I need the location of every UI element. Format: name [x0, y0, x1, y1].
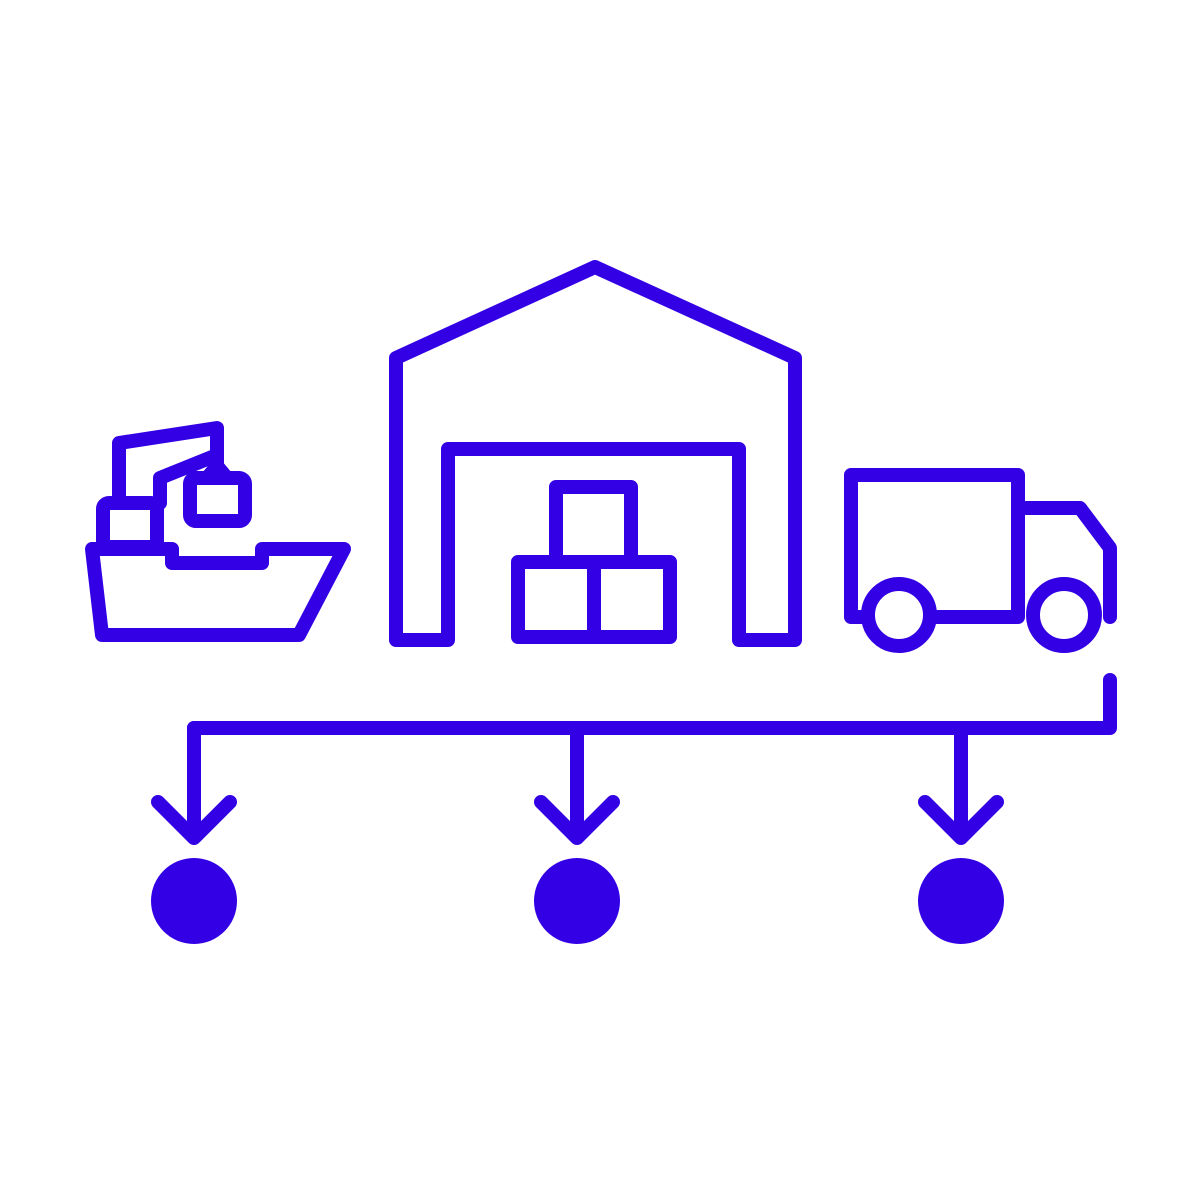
- box-bottom-left: [511, 555, 601, 644]
- warehouse-icon: [389, 260, 802, 647]
- distribution-bus-line: [187, 673, 1117, 735]
- destination-dot-icon: [534, 858, 620, 944]
- stacked-boxes-icon: [511, 480, 677, 644]
- distribution-arrow-middle: [534, 721, 620, 845]
- cargo-ship-with-crane-icon: [85, 421, 351, 642]
- distribution-arrow-right: [918, 721, 1004, 845]
- ship-hull: [85, 542, 351, 642]
- distribution-arrow-left: [151, 721, 237, 845]
- destination-dot-icon: [151, 858, 237, 944]
- truck-rear-wheel: [861, 577, 937, 653]
- hanging-container: [183, 471, 252, 528]
- warehouse-outline: [389, 260, 802, 647]
- box-bottom-right: [587, 555, 677, 644]
- ship-crane-frame: [112, 421, 224, 510]
- truck-cargo-box: [844, 468, 1025, 624]
- distribution-arrows-icon: [151, 673, 1117, 845]
- truck-front-wheel: [1026, 577, 1102, 653]
- ship-cabin: [96, 496, 164, 554]
- delivery-truck-icon: [844, 468, 1117, 653]
- destination-dot-icon: [918, 858, 1004, 944]
- destinations-group: [151, 858, 1004, 944]
- truck-cab: [1011, 501, 1117, 624]
- box-top: [549, 480, 638, 569]
